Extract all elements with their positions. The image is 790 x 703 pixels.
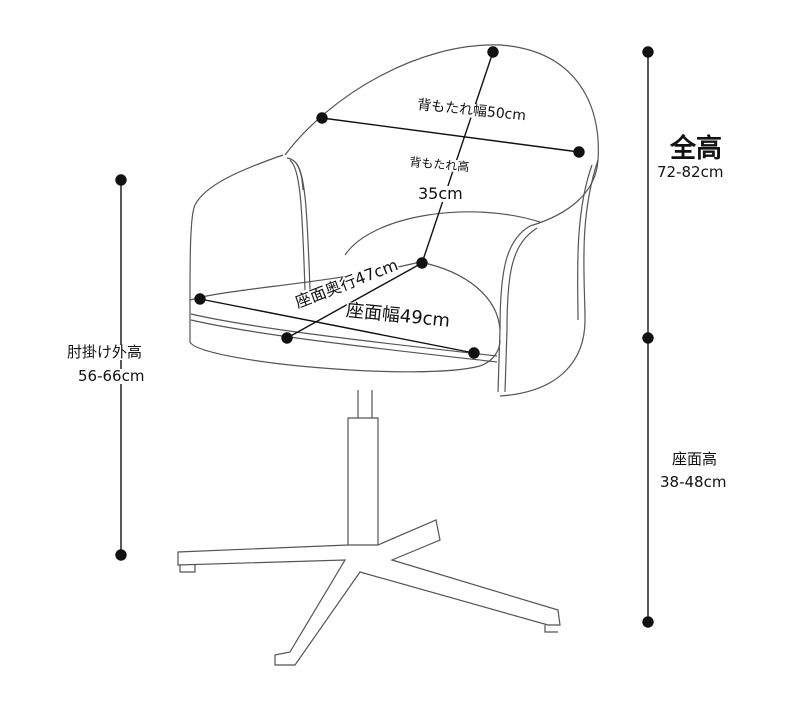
backrest-width-line [321,117,580,153]
right-arm [499,159,599,397]
seat-width-line [199,298,475,354]
armrest-height-title: 肘掛け外高 [67,343,143,361]
chair-outline [177,44,599,666]
total-height-value: 72-82cm [657,163,724,181]
seat-height-value: 38-48cm [660,473,727,491]
seat-depth-line [286,262,423,339]
backrest-height-line [421,51,494,264]
seat-back-edge [344,211,541,256]
armrest-height-value: 56-66cm [78,367,145,385]
total-height-title: 全高 [670,134,723,164]
seat-height-title: 座面高 [672,450,718,468]
backrest-height-value: 35cm [418,184,463,203]
dimension-lines [115,46,654,628]
backrest-outline [284,44,599,227]
gas-lift [347,390,379,546]
base-star [177,519,561,666]
left-arm [189,154,284,301]
